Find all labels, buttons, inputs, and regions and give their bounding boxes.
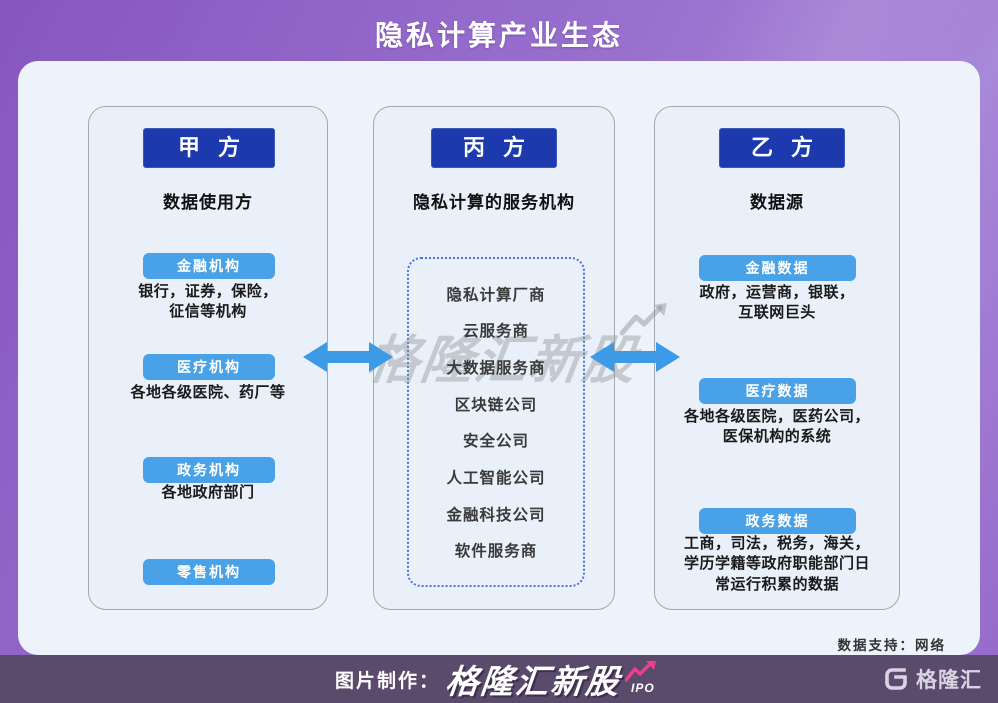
gelonghui-logo-text: 格隆汇 (916, 669, 982, 692)
party-b-header: 乙 方 (719, 128, 845, 168)
service-item: 人工智能公司 (446, 469, 546, 487)
service-item: 金融科技公司 (446, 506, 546, 524)
footer-credit: 图片制作： 格隆汇新股 IPO (0, 655, 998, 703)
party-b-group-government-desc: 工商，司法，税务，海关， 学历学籍等政府职能部门日 常运行积累的数据 (683, 535, 870, 593)
service-item: 安全公司 (462, 433, 529, 451)
brand-trend-arrow-icon (625, 661, 656, 682)
party-a-group-finance-label: 金融机构 (143, 253, 275, 279)
brand-name: 格隆汇新股 (443, 663, 623, 700)
service-item: 软件服务商 (454, 543, 538, 561)
double-arrow-left-icon (303, 342, 393, 372)
party-c-header: 丙 方 (431, 128, 557, 168)
services-dotted-box (407, 257, 585, 587)
party-b-subtitle: 数据源 (750, 193, 804, 212)
page-title: 隐私计算产业生态 (374, 20, 623, 51)
party-c-subtitle: 隐私计算的服务机构 (413, 193, 575, 212)
services-list: 隐私计算厂商 云服务商 大数据服务商 区块链公司 安全公司 人工智能公司 金融科… (395, 268, 597, 576)
party-a-group-medical-label: 医疗机构 (143, 354, 275, 380)
service-item: 隐私计算厂商 (446, 286, 546, 304)
brand-ipo-text: IPO (631, 681, 655, 695)
credit-label: 图片制作： (334, 670, 440, 692)
service-item: 区块链公司 (454, 396, 538, 414)
party-a-group-medical-desc: 各地各级医院、药厂等 (130, 384, 286, 401)
party-b-group-medical-desc: 各地各级医院，医药公司， 医保机构的系统 (683, 408, 870, 446)
party-b-group-government-label: 政务数据 (699, 508, 856, 534)
party-b-group-finance-desc: 政府，运营商，银联， 互联网巨头 (699, 284, 855, 322)
party-a-group-retail-label: 零售机构 (143, 559, 275, 585)
party-a-header: 甲 方 (143, 128, 275, 168)
double-arrow-right-icon (590, 342, 680, 372)
panel-party-a (88, 106, 328, 610)
party-b-group-medical-label: 医疗数据 (699, 378, 856, 404)
service-item: 云服务商 (462, 323, 529, 341)
party-a-group-government-label: 政务机构 (143, 457, 275, 483)
party-a-group-government-desc: 各地政府部门 (161, 484, 255, 501)
party-a-subtitle: 数据使用方 (163, 193, 253, 212)
party-b-group-finance-label: 金融数据 (699, 255, 856, 281)
brand-suffix: IPO (621, 659, 663, 699)
footer-bar (0, 655, 998, 703)
gelonghui-g-logo-icon (885, 668, 907, 690)
footer-logo: 格隆汇 (883, 655, 982, 703)
data-support-note: 数据支持：网络 (837, 638, 946, 653)
service-item: 大数据服务商 (446, 359, 546, 377)
party-a-group-finance-desc: 银行，证券，保险， 征信等机构 (138, 283, 278, 321)
